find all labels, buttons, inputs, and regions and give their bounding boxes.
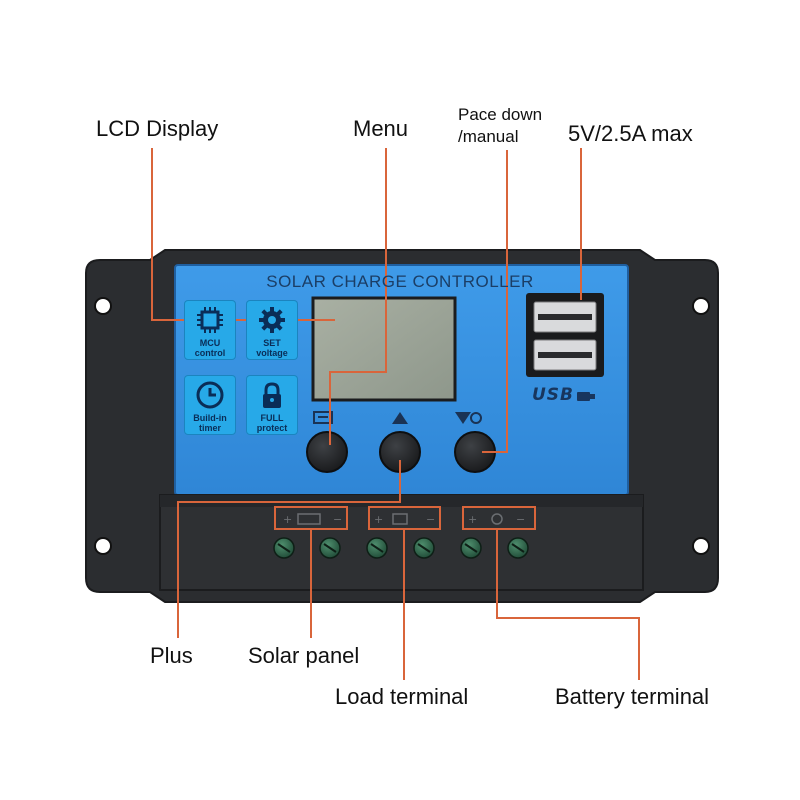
svg-text:−: − xyxy=(333,513,342,526)
clock-icon xyxy=(196,381,224,409)
lcd-screen xyxy=(311,296,457,402)
callout-solar-panel: Solar panel xyxy=(248,643,360,668)
callout-usb-rating: 5V/2.5A max xyxy=(568,121,693,146)
callout-pace-down: Pace down /manual xyxy=(458,104,542,148)
battery-terminal-leader xyxy=(496,529,640,680)
badge-line1: SET xyxy=(263,338,281,348)
callout-pace-down-line1: Pace down xyxy=(458,105,543,124)
gear-icon xyxy=(259,307,285,333)
menu-symbol-icon xyxy=(313,411,333,424)
mounting-hole xyxy=(94,297,112,315)
mounting-hole xyxy=(692,297,710,315)
badge-line2: control xyxy=(194,348,226,358)
callout-pace-down-line2: /manual xyxy=(458,127,519,146)
svg-text:−: − xyxy=(426,513,435,526)
callout-battery-terminal: Battery terminal xyxy=(555,684,710,709)
badge-mcu-control: MCU control xyxy=(184,300,236,360)
panel-title: SOLAR CHARGE CONTROLLER xyxy=(266,272,534,291)
menu-leader xyxy=(329,148,387,445)
callout-plus: Plus xyxy=(150,643,193,668)
callout-lcd-display: LCD Display xyxy=(96,116,219,141)
mounting-hole xyxy=(692,537,710,555)
terminal-screws xyxy=(273,537,529,559)
badge-line1: Build-in xyxy=(193,413,227,423)
menu-button[interactable] xyxy=(306,431,348,473)
svg-text:−: − xyxy=(516,513,525,526)
battery-terminal-highlight xyxy=(462,506,536,530)
usb-logo: USB xyxy=(532,385,575,405)
badge-line2: timer xyxy=(198,423,221,433)
mounting-hole xyxy=(94,537,112,555)
svg-text:+: + xyxy=(283,513,292,526)
badge-line1: MCU xyxy=(199,338,221,348)
chip-icon xyxy=(197,307,223,333)
badge-full-protect: FULL protect xyxy=(246,375,298,435)
lock-icon xyxy=(263,382,281,408)
down-arrow-icon xyxy=(455,412,471,424)
badge-line1: FULL xyxy=(260,413,284,423)
badge-build-in-timer: Build-in timer xyxy=(184,375,236,435)
callout-menu: Menu xyxy=(353,116,409,141)
badge-line2: protect xyxy=(256,423,288,433)
svg-text:+: + xyxy=(468,513,477,526)
badge-set-voltage: SET voltage xyxy=(246,300,298,360)
pace-down-leader xyxy=(482,150,508,453)
up-button-leader xyxy=(177,460,401,638)
badge-line2: voltage xyxy=(256,348,288,358)
up-arrow-icon xyxy=(392,412,408,424)
svg-text:+: + xyxy=(374,513,383,526)
terminal-block xyxy=(159,494,644,591)
callout-load-terminal: Load terminal xyxy=(335,684,469,709)
